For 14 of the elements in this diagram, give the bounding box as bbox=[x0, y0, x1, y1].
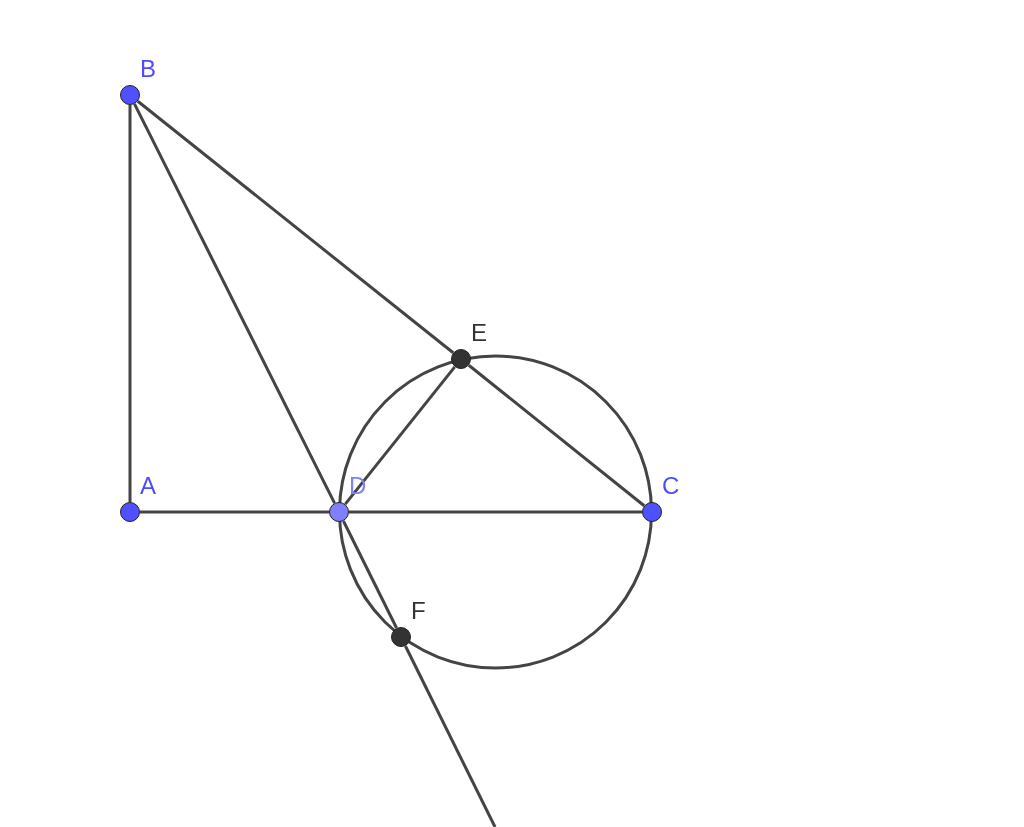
line-segment bbox=[404, 645, 497, 827]
line-segment bbox=[136, 100, 455, 354]
line-segment bbox=[467, 364, 646, 507]
line-segment bbox=[344, 365, 456, 506]
line-segment bbox=[133, 103, 336, 504]
point-label: E bbox=[471, 319, 487, 347]
point-label: B bbox=[140, 55, 156, 83]
line-segment bbox=[349, 510, 642, 514]
line-segment bbox=[140, 510, 329, 514]
point-label: C bbox=[662, 472, 680, 500]
line-segment bbox=[128, 105, 132, 502]
point-label: F bbox=[411, 597, 426, 625]
point-label: A bbox=[140, 472, 156, 500]
line-segment bbox=[342, 520, 398, 629]
